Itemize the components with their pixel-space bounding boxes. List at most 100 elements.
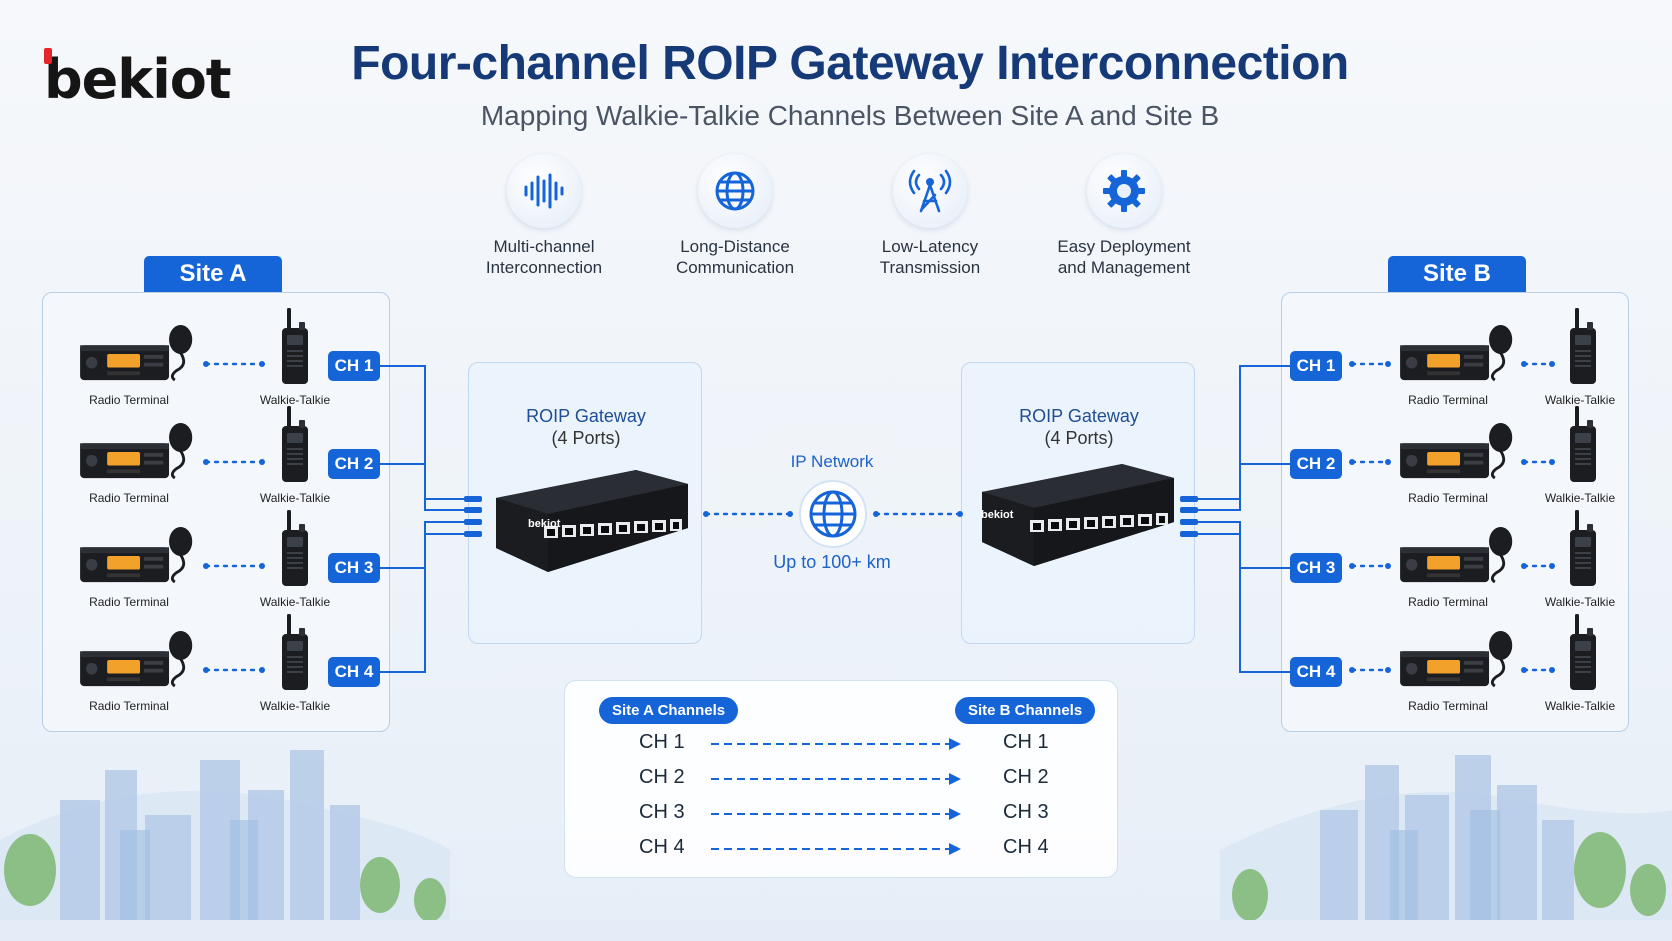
channel-cable	[380, 521, 476, 569]
brand-logo-mark	[44, 48, 52, 64]
cable-connector	[464, 496, 482, 502]
channel-link-line-start-dot	[1349, 459, 1355, 465]
radio-terminal-icon	[80, 422, 194, 480]
cable-connector	[1180, 507, 1198, 513]
device-link-line-start-dot	[203, 361, 209, 367]
walkie-talkie-label: Walkie-Talkie	[259, 393, 331, 407]
site-b-channels-header: Site B Channels	[955, 697, 1096, 724]
channel-link-line-end-dot	[1385, 459, 1391, 465]
cable-connector	[464, 531, 482, 537]
device-link-line-end-dot	[259, 459, 265, 465]
channel-link-line-end-dot	[1385, 361, 1391, 367]
radio-terminal-icon	[80, 526, 194, 584]
radio-tower-icon	[893, 154, 967, 228]
radio-terminal-label: Radio Terminal	[89, 699, 169, 713]
feature-label-line1: Easy Deployment	[1057, 237, 1191, 256]
mapping-to-channel: CH 4	[1003, 836, 1049, 858]
channel-badge: CH 1	[328, 351, 380, 381]
feature-label-line2: Communication	[675, 258, 795, 277]
device-link-line-end-dot	[1549, 361, 1555, 367]
device-link-line-start-dot	[203, 459, 209, 465]
device-link-line-end-dot	[259, 563, 265, 569]
walkie-talkie-label: Walkie-Talkie	[1544, 699, 1616, 713]
mapping-arrow	[711, 773, 961, 785]
channel-badge: CH 2	[328, 449, 380, 479]
radio-terminal-label: Radio Terminal	[1408, 595, 1488, 609]
gateway-left-brand-label: bekiot	[528, 518, 561, 530]
globe-icon	[698, 154, 772, 228]
cable-connector	[1180, 496, 1198, 502]
cable-connector	[1180, 519, 1198, 525]
radio-terminal-icon	[1400, 422, 1514, 480]
mapping-arrow	[711, 738, 961, 750]
channel-link-line-end-dot	[1385, 563, 1391, 569]
ip-network-link-left-end-dot	[787, 511, 793, 517]
ip-network-link-right-end-dot	[957, 511, 963, 517]
channel-cable	[380, 365, 476, 500]
feature-label-line2: Transmission	[879, 258, 981, 277]
mapping-to-channel: CH 3	[1003, 801, 1049, 823]
channel-cable	[1186, 533, 1290, 673]
feature-low-latency: Low-Latency Transmission	[830, 154, 1030, 278]
radio-terminal-label: Radio Terminal	[1408, 393, 1488, 407]
channel-badge: CH 3	[328, 553, 380, 583]
channel-link-line-start-dot	[1349, 361, 1355, 367]
device-link-line-start-dot	[1521, 361, 1527, 367]
feature-label-line1: Long-Distance	[680, 237, 790, 256]
device-link-line-start-dot	[203, 667, 209, 673]
radio-terminal-label: Radio Terminal	[1408, 491, 1488, 505]
radio-terminal-icon	[80, 630, 194, 688]
walkie-talkie-icon	[1570, 406, 1596, 482]
cable-connector	[464, 507, 482, 513]
device-link-line-start-dot	[1521, 563, 1527, 569]
gateway-right-brand-label: bekiot	[981, 509, 1014, 521]
device-link-line-start-dot	[1521, 459, 1527, 465]
ip-network-label: IP Network	[790, 452, 874, 471]
gateway-right-title: ROIP Gateway	[1019, 406, 1139, 426]
sound-wave-icon	[507, 154, 581, 228]
mapping-from-channel: CH 4	[639, 836, 685, 858]
walkie-talkie-icon	[282, 614, 308, 690]
channel-link-line-end-dot	[1385, 667, 1391, 673]
walkie-talkie-icon	[1570, 614, 1596, 690]
mapping-to-channel: CH 2	[1003, 766, 1049, 788]
radio-terminal-label: Radio Terminal	[1408, 699, 1488, 713]
channel-cable	[1186, 463, 1290, 511]
channel-badge: CH 4	[328, 657, 380, 687]
walkie-talkie-icon	[1570, 308, 1596, 384]
ip-network-link-right-start-dot	[873, 511, 879, 517]
feature-easy-deployment: Easy Deployment and Management	[1024, 154, 1224, 278]
channel-mapping-table: Site A Channels Site B Channels CH 1 CH …	[564, 680, 1118, 878]
radio-terminal-label: Radio Terminal	[89, 393, 169, 407]
feature-label-line2: and Management	[1057, 258, 1191, 277]
channel-cable	[1186, 365, 1290, 500]
walkie-talkie-label: Walkie-Talkie	[259, 491, 331, 505]
radio-terminal-icon	[1400, 630, 1514, 688]
radio-terminal-icon	[1400, 526, 1514, 584]
channel-cable	[1186, 521, 1290, 569]
page-subtitle: Mapping Walkie-Talkie Channels Between S…	[480, 100, 1220, 131]
walkie-talkie-icon	[1570, 510, 1596, 586]
feature-multi-channel: Multi-channel Interconnection	[444, 154, 644, 278]
site-a-tab: Site A	[144, 256, 282, 292]
cable-connector	[464, 519, 482, 525]
feature-label-line1: Multi-channel	[493, 237, 595, 256]
walkie-talkie-label: Walkie-Talkie	[259, 595, 331, 609]
feature-label-line1: Low-Latency	[881, 237, 979, 256]
gateway-left-subtitle: (4 Ports)	[551, 428, 621, 448]
walkie-talkie-icon	[282, 308, 308, 384]
radio-terminal-icon	[80, 324, 194, 382]
city-skyline-background	[0, 750, 1672, 941]
walkie-talkie-label: Walkie-Talkie	[1544, 595, 1616, 609]
channel-link-line-start-dot	[1349, 563, 1355, 569]
radio-terminal-label: Radio Terminal	[89, 595, 169, 609]
brand-logo: bekiot	[44, 48, 232, 111]
mapping-from-channel: CH 3	[639, 801, 685, 823]
roip-gateway-left-device	[496, 470, 688, 572]
device-link-line-end-dot	[1549, 563, 1555, 569]
device-link-line-end-dot	[259, 667, 265, 673]
channel-badge: CH 2	[1290, 449, 1342, 479]
walkie-talkie-label: Walkie-Talkie	[1544, 491, 1616, 505]
network-range-label: Up to 100+ km	[773, 552, 891, 572]
